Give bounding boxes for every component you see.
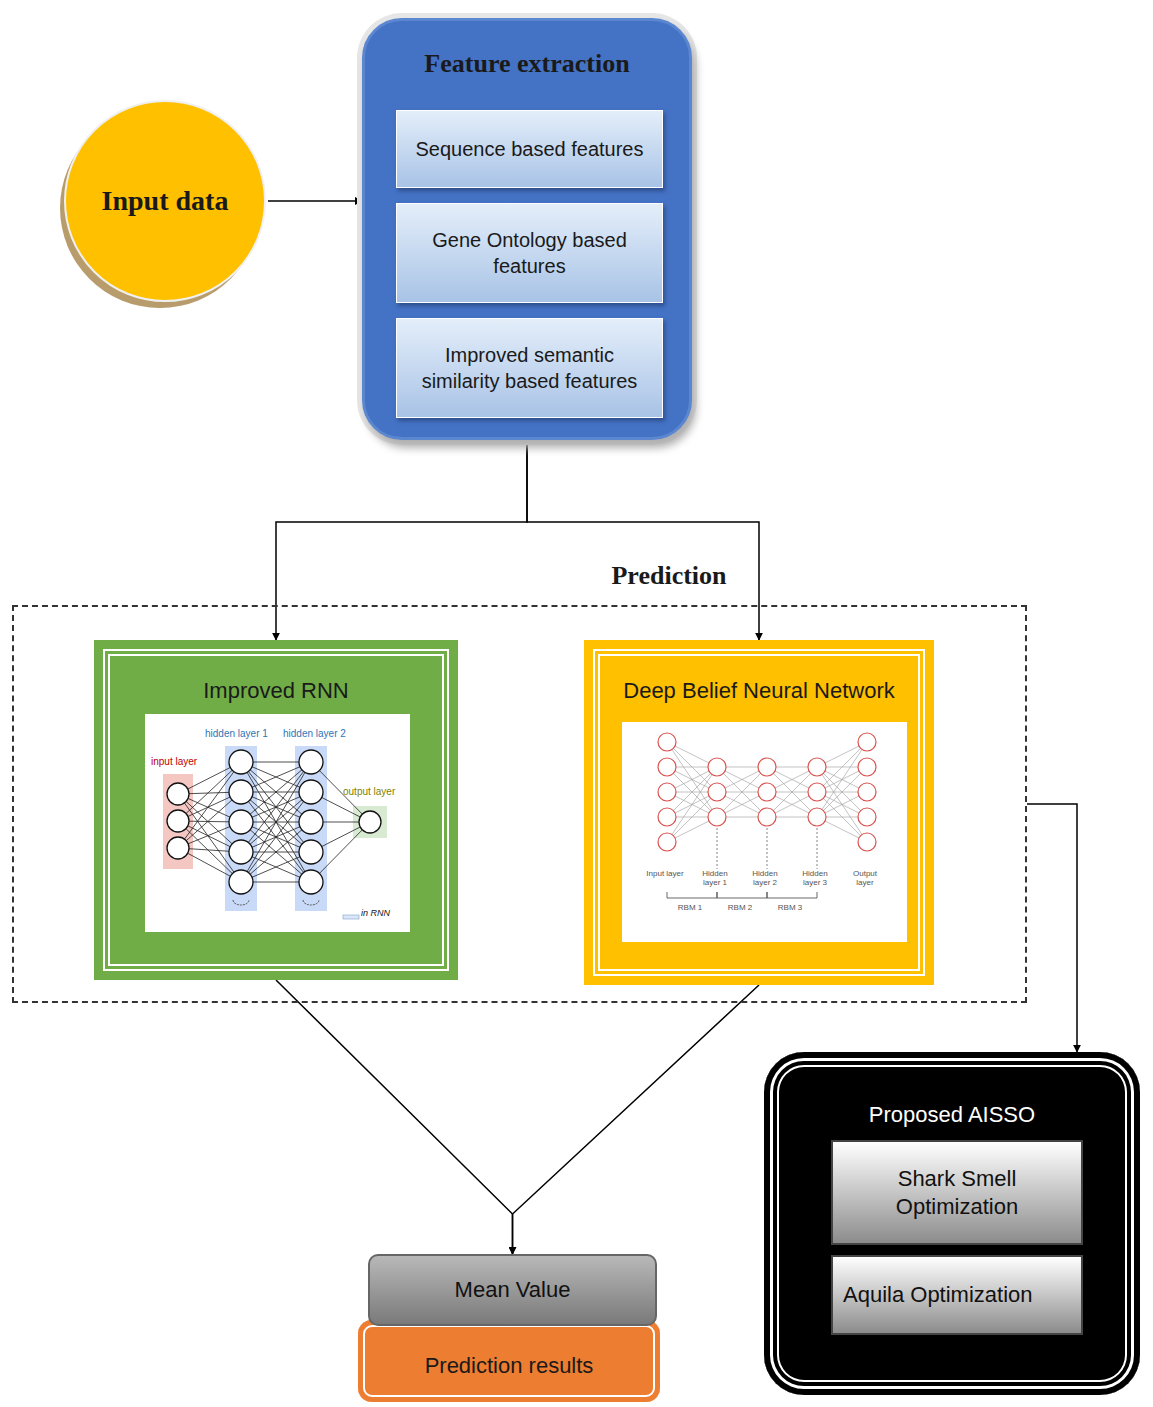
flow-arrow bbox=[276, 980, 513, 1254]
flow-arrow bbox=[513, 985, 760, 1254]
rnn-illustration bbox=[145, 714, 410, 932]
model-box: Improved RNN bbox=[94, 640, 458, 980]
input-circle: Input data bbox=[62, 98, 268, 304]
flow-arrow bbox=[1027, 804, 1077, 1052]
model-box: Deep Belief Neural Network bbox=[584, 640, 934, 985]
node-text: Mean Value bbox=[455, 1277, 571, 1303]
process-box: Mean Value bbox=[368, 1254, 657, 1326]
feature-panel: Feature extractionSequence based feature… bbox=[362, 18, 692, 440]
result-box: Prediction results bbox=[358, 1320, 660, 1402]
node-text: Improved semantic similarity based featu… bbox=[407, 342, 652, 394]
flow-arrow bbox=[276, 440, 527, 640]
flow-arrow bbox=[268, 200, 362, 202]
node-text: Gene Ontology based features bbox=[407, 227, 652, 279]
optimizer-box: Shark Smell Optimization bbox=[831, 1140, 1083, 1245]
node-text: Shark Smell Optimization bbox=[843, 1165, 1071, 1221]
node-text: Proposed AISSO bbox=[764, 1102, 1140, 1128]
optimizer-panel: Proposed AISSO Shark Smell OptimizationAq… bbox=[764, 1052, 1140, 1395]
prediction-region: PredictionImproved RNNDeep Belief Neural… bbox=[12, 605, 1027, 1003]
node-text: Prediction results bbox=[425, 1353, 594, 1379]
node-text: Feature extraction bbox=[365, 49, 689, 79]
feature-box: Gene Ontology based features bbox=[396, 203, 663, 303]
node-text: Improved RNN bbox=[94, 678, 458, 704]
dbn-illustration bbox=[622, 722, 907, 942]
node-text: Prediction bbox=[589, 561, 749, 591]
node-text: Aquila Optimization bbox=[843, 1281, 1033, 1309]
feature-box: Improved semantic similarity based featu… bbox=[396, 318, 663, 418]
node-text: Sequence based features bbox=[416, 136, 644, 162]
node-text: Input data bbox=[102, 185, 229, 217]
optimizer-box: Aquila Optimization bbox=[831, 1255, 1083, 1335]
feature-box: Sequence based features bbox=[396, 110, 663, 188]
flow-arrow bbox=[527, 440, 759, 640]
node-text: Deep Belief Neural Network bbox=[584, 678, 934, 704]
